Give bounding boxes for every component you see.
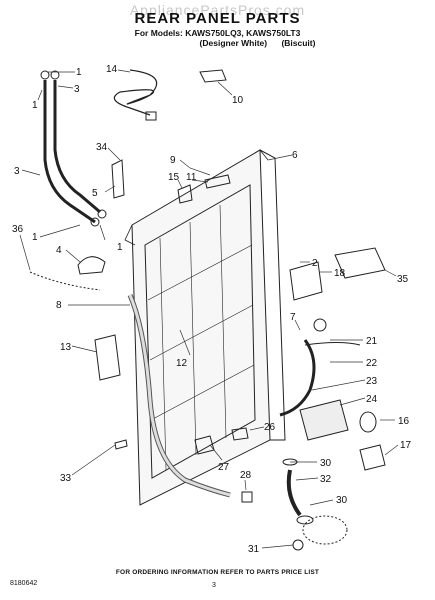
power-cord [113, 69, 158, 116]
variant-labels: (Designer White) (Biscuit) [40, 38, 435, 48]
callout: 23 [366, 376, 378, 387]
variant-b-label: (Biscuit) [281, 38, 316, 48]
callout: 7 [290, 312, 296, 323]
callout: 18 [334, 268, 346, 279]
callout: 27 [218, 462, 230, 473]
ordering-footer: FOR ORDERING INFORMATION REFER TO PARTS … [115, 569, 320, 576]
callout: 22 [366, 358, 378, 369]
callout: 14 [106, 64, 118, 75]
callout: 1 [32, 232, 38, 243]
callout: 2 [312, 258, 318, 269]
callout: 3 [14, 166, 20, 177]
callout: 1 [117, 242, 123, 253]
callout: 28 [240, 470, 252, 481]
bracket-10 [199, 69, 227, 83]
callout: 30 [336, 495, 348, 506]
drain-hose-lower [286, 469, 302, 517]
rear-panel [131, 149, 271, 506]
callout: 31 [248, 544, 260, 555]
watermark: AppliancePartsPros.com [129, 2, 306, 18]
callout-labels: 1 3 1 14 10 34 9 6 5 15 11 3 36 1 4 1 2 … [12, 64, 412, 555]
page-title: REAR PANEL PARTS [134, 10, 301, 27]
inlet-hose-left [43, 80, 96, 224]
callout: 17 [400, 440, 412, 451]
callout: 21 [366, 336, 378, 347]
callout: 1 [76, 67, 82, 78]
callout: 33 [60, 473, 72, 484]
callout: 35 [397, 274, 409, 285]
model-subtitle: For Models: KAWS750LQ3, KAWS750LT3 [134, 28, 301, 38]
callout: 26 [264, 422, 276, 433]
page-number: 3 [212, 582, 216, 589]
callout: 34 [96, 142, 108, 153]
callout: 11 [186, 172, 197, 183]
callout: 32 [320, 474, 332, 485]
callout: 5 [92, 188, 98, 199]
callout: 1 [32, 100, 38, 111]
inlet-hose-right [53, 80, 101, 214]
callout: 3 [74, 84, 80, 95]
callout: 9 [170, 155, 176, 166]
callout: 10 [232, 95, 244, 106]
callout: 24 [366, 394, 378, 405]
document-number: 8180642 [10, 580, 38, 587]
callout: 8 [56, 300, 62, 311]
pump [299, 399, 349, 441]
variant-a-label: (Designer White) [199, 38, 268, 48]
callout: 36 [12, 224, 24, 235]
callout: 16 [398, 416, 410, 427]
side-frame [259, 149, 286, 441]
callout: 13 [60, 342, 72, 353]
callout: 15 [168, 172, 180, 183]
callout: 12 [176, 358, 188, 369]
callout: 30 [320, 458, 332, 469]
callout: 6 [292, 150, 298, 161]
callout: 4 [56, 245, 62, 256]
